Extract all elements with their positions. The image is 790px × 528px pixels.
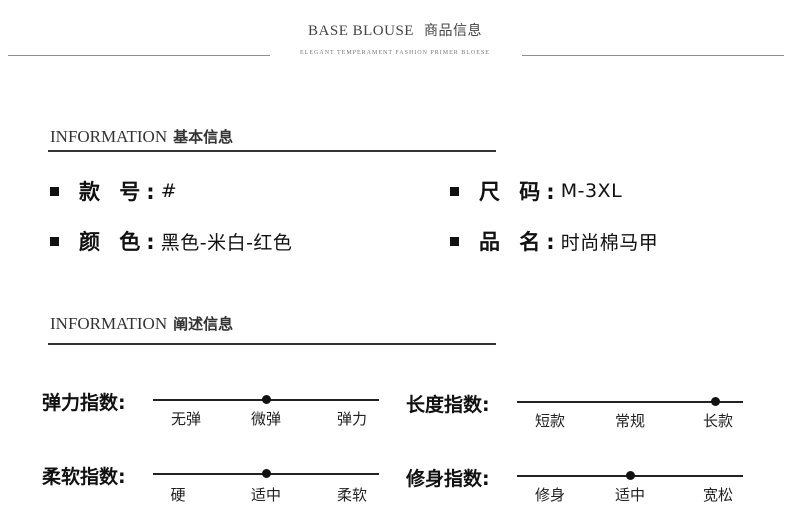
meter-option: 微弹: [250, 410, 281, 428]
info-item-size: 尺 码: M-3XL: [450, 176, 622, 206]
meter-dot-elasticity: [261, 395, 271, 404]
info-label: 品 名:: [479, 230, 561, 254]
info-value: M-3XL: [560, 180, 623, 202]
meter-label-fit: 修身指数:: [406, 468, 490, 490]
desc-section-title: INFORMATION 阐述信息: [50, 313, 233, 334]
bullet-square: [450, 186, 459, 196]
info-item-color: 颜 色: 黑色-米白-红色: [50, 226, 292, 256]
info-item-style-no: 款 号: #: [50, 176, 177, 206]
page-header-title: BASE BLOUSE 商品信息: [0, 20, 790, 40]
meter-option: 无弹: [170, 410, 201, 428]
meter-line-length: [517, 401, 743, 403]
info-label: 款 号:: [79, 180, 161, 204]
meter-option: 修身: [534, 486, 565, 504]
bullet-square: [450, 236, 459, 246]
header-rule-left: [8, 55, 270, 56]
meter-option: 弹力: [336, 410, 367, 428]
meter-option: 短款: [534, 412, 565, 430]
meter-option: 柔软: [336, 486, 367, 504]
meter-dot-softness: [261, 469, 271, 478]
meter-label-softness: 柔软指数:: [42, 466, 126, 488]
info-value: 时尚棉马甲: [560, 231, 659, 254]
meter-label-length: 长度指数:: [406, 394, 490, 416]
bullet-square: [50, 236, 59, 246]
meter-dot-fit: [625, 471, 635, 480]
meter-dot-length: [711, 397, 721, 406]
basic-section-title-cn: 基本信息: [173, 128, 234, 146]
header-subtitle: ELEGANT TEMPERAMENT FASHION PRIMER BLOES…: [300, 50, 490, 56]
basic-section-rule: [48, 150, 496, 152]
meter-option: 适中: [250, 486, 281, 504]
info-label: 颜 色:: [79, 230, 161, 254]
bullet-square: [50, 186, 59, 196]
desc-section-title-cn: 阐述信息: [173, 315, 234, 333]
header-rule-right: [522, 55, 784, 56]
basic-section-title-en: INFORMATION: [50, 127, 168, 146]
desc-section-title-en: INFORMATION: [50, 314, 168, 333]
basic-section-title: INFORMATION 基本信息: [50, 126, 233, 147]
info-label: 尺 码:: [479, 180, 561, 204]
meter-label-elasticity: 弹力指数:: [42, 392, 126, 414]
meter-option: 宽松: [702, 486, 733, 504]
header-title-cn: 商品信息: [423, 23, 482, 39]
info-value: #: [160, 180, 178, 202]
header-title-en: BASE BLOUSE: [308, 23, 414, 39]
info-value: 黑色-米白-红色: [160, 231, 293, 254]
meter-option: 常规: [614, 412, 645, 430]
info-item-product-name: 品 名: 时尚棉马甲: [450, 226, 658, 256]
meter-option: 长款: [702, 412, 733, 430]
desc-section-rule: [48, 343, 496, 345]
meter-option: 硬: [170, 486, 186, 504]
meter-option: 适中: [614, 486, 645, 504]
